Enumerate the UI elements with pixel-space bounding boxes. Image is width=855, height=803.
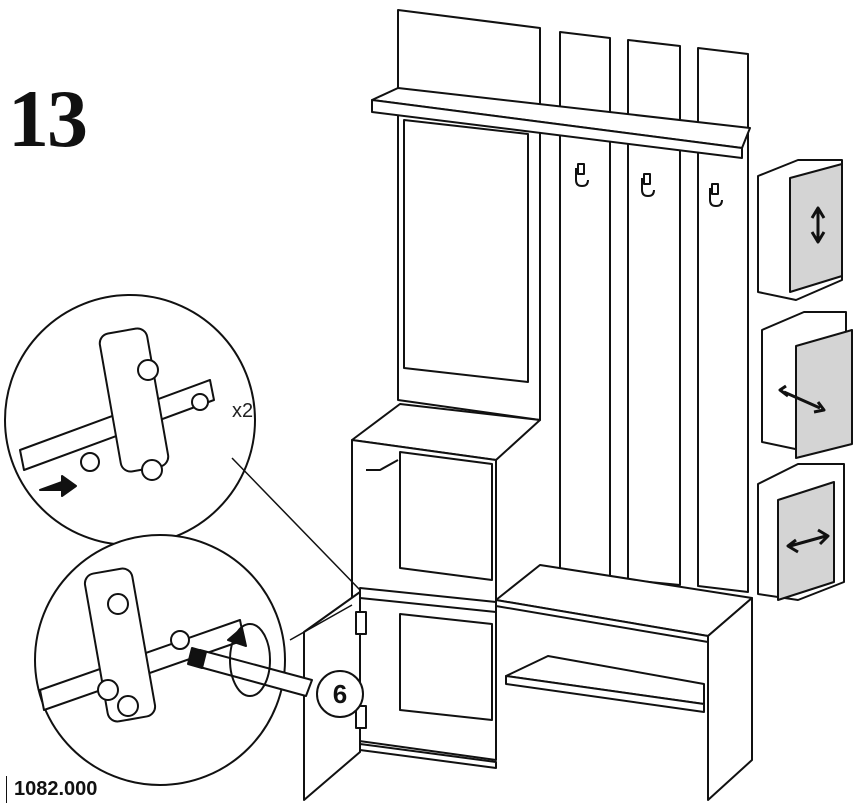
left-cabinet [351,403,541,769]
back-panel-strip-2 [627,39,681,586]
back-panel-strip-3 [697,47,749,593]
top-shelf [371,87,751,159]
adjust-depth-thumbnail [761,311,853,459]
adjust-depth-icon [778,384,826,414]
adjust-vertical-icon [810,206,826,244]
detail-circle-hinge-insert [4,294,256,546]
hinge-bottom [355,705,367,729]
adjust-vertical-thumbnail [757,159,843,301]
document-code: 1082.000 [14,778,98,800]
rotate-arrow-icon [227,623,271,697]
footer-divider [6,776,7,803]
adjust-horizontal-icon [786,528,830,554]
quantity-label: x2 [232,400,254,422]
hook-1 [575,163,589,187]
bench [495,564,753,801]
hinge-top [355,611,367,635]
screwdriver-icon [187,647,313,697]
hook-2 [641,173,655,197]
push-arrow-icon [39,475,77,497]
step-number: 13 [8,73,88,164]
detail-circle-hinge-screw [34,534,286,786]
mirror-panel [403,119,529,383]
hook-3 [709,183,723,207]
part-number-badge: 6 [316,670,364,718]
adjust-horizontal-thumbnail [757,463,845,601]
